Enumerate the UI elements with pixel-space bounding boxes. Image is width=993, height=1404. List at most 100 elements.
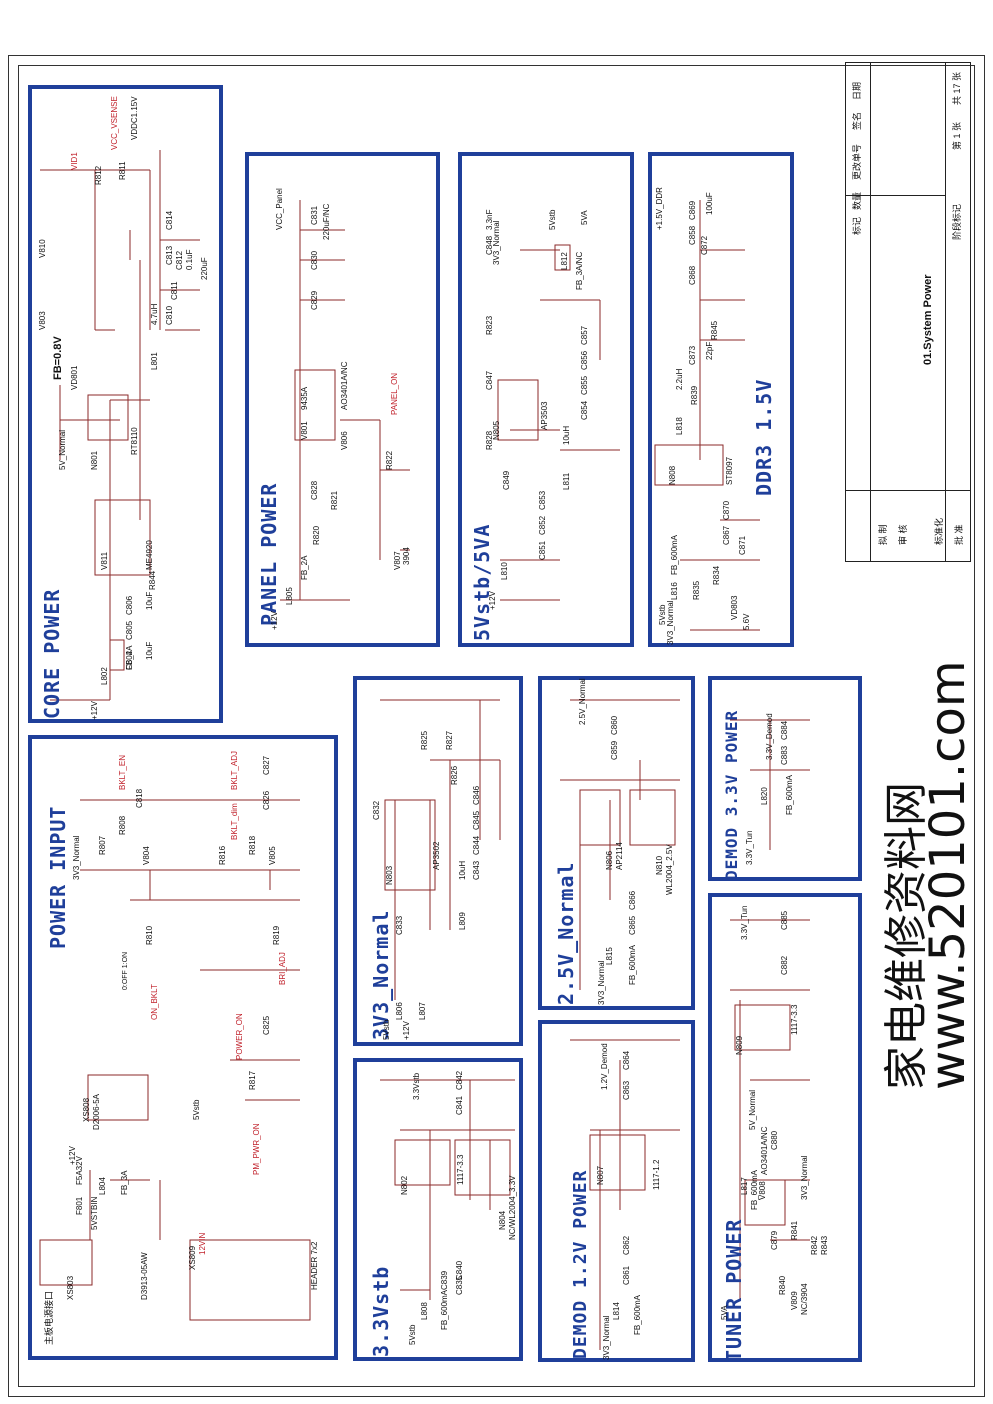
label-c810: C810 bbox=[165, 305, 174, 325]
label-l814v: FB_600mA bbox=[633, 1294, 642, 1335]
label-c805: C805 bbox=[125, 620, 134, 640]
label-c812: C812 bbox=[175, 250, 184, 270]
label-pm-pwr-on: PM_PWR_ON bbox=[252, 1123, 261, 1175]
label-c857: C857 bbox=[580, 325, 589, 345]
label-xs803v: D3913-05AW bbox=[140, 1252, 149, 1300]
label-l804: L804 bbox=[98, 1177, 107, 1195]
tb-rule bbox=[845, 490, 971, 491]
label-c872: C872 bbox=[700, 235, 709, 255]
label-st8097: ST8097 bbox=[725, 456, 734, 485]
label-5vstb-3: 5Vstb bbox=[382, 1019, 391, 1040]
label-c848: C848 bbox=[485, 235, 494, 255]
label-c804v: 10uF bbox=[145, 641, 154, 660]
label-c853: C853 bbox=[538, 490, 547, 510]
label-12v-p: +12V bbox=[270, 611, 279, 630]
label-c858: C858 bbox=[688, 225, 697, 245]
label-l809v: 10uH bbox=[458, 860, 467, 880]
section-3v3stb: 3.3Vstb bbox=[353, 1058, 523, 1361]
label-rt8110: RT8110 bbox=[130, 427, 139, 455]
label-vid1: VID1 bbox=[70, 152, 79, 170]
tb-rule bbox=[945, 62, 946, 562]
label-c883: C883 bbox=[780, 745, 789, 765]
section-title: PANEL POWER bbox=[257, 482, 281, 626]
label-vcc-vsense: VCC_VSENSE bbox=[110, 96, 119, 150]
tb-role-draft: 拟 制 bbox=[878, 524, 888, 545]
label-c885: C885 bbox=[780, 910, 789, 930]
label-c840: C840 bbox=[455, 1260, 464, 1280]
tb-header-change: 更改单号 bbox=[852, 143, 862, 180]
section-5vstb-5va: 5Vstb/5VA bbox=[458, 152, 634, 647]
section-3v3-normal: 3V3_Normal bbox=[353, 676, 523, 1046]
label-c851: C851 bbox=[538, 540, 547, 560]
label-v811: V811 bbox=[100, 551, 109, 570]
label-33vstb: 3.3Vstb bbox=[412, 1072, 421, 1100]
label-c867: C867 bbox=[722, 525, 731, 545]
label-l820: L820 bbox=[760, 787, 769, 805]
label-v810: V810 bbox=[38, 239, 47, 258]
label-v806v: AO3401A/NC bbox=[340, 361, 349, 410]
tb-stage: 阶段标记 bbox=[952, 203, 962, 240]
label-f801: F801 bbox=[75, 1196, 84, 1215]
tb-role-approve: 批 准 bbox=[954, 524, 964, 545]
label-r811: R811 bbox=[118, 161, 127, 180]
label-l816v: FB_600mA bbox=[670, 534, 679, 575]
label-bklt-adj: BKLT_ADJ bbox=[230, 751, 239, 790]
section-title: 5Vstb/5VA bbox=[470, 523, 494, 641]
label-c873v: 22pF bbox=[705, 341, 714, 360]
section-demod-3v3: DEMOD 3.3V POWER bbox=[708, 676, 862, 881]
label-12v-3: +12V bbox=[402, 1021, 411, 1040]
label-v801v: 9435A bbox=[300, 386, 309, 410]
label-3v3n-d: 3V3_Normal bbox=[666, 600, 675, 645]
label-n806v: AP2114 bbox=[615, 842, 624, 870]
label-c804: C804 bbox=[125, 650, 134, 670]
section-title: 3.3Vstb bbox=[369, 1265, 393, 1357]
label-c842: C842 bbox=[455, 1070, 464, 1090]
label-c826: C826 bbox=[262, 790, 271, 810]
label-r840: R840 bbox=[778, 1275, 787, 1295]
label-on-bklt: ON_BKLT bbox=[150, 984, 159, 1020]
label-c849: C849 bbox=[502, 470, 511, 490]
label-v805: V805 bbox=[268, 846, 277, 865]
label-c869v: 100uF bbox=[705, 192, 714, 215]
label-n804: N804 bbox=[498, 1210, 507, 1230]
label-c852: C852 bbox=[538, 515, 547, 535]
label-v809v: NC/3904 bbox=[800, 1283, 809, 1315]
label-c861: C861 bbox=[622, 1265, 631, 1285]
label-c831v: 220uF/NC bbox=[322, 203, 331, 240]
label-xs809v: HEADER 7x2 bbox=[310, 1241, 319, 1290]
label-l820v: FB_600mA bbox=[785, 774, 794, 815]
label-5vstb-s: 5Vstb bbox=[408, 1324, 417, 1345]
tb-sheet-title: 01.System Power bbox=[922, 274, 934, 366]
watermark-url: www.520101.com bbox=[920, 660, 976, 1090]
label-5vstb-p: 5Vstb bbox=[192, 1099, 201, 1120]
label-c830: C830 bbox=[310, 250, 319, 270]
label-l804v: FB_3A bbox=[120, 1170, 129, 1195]
label-r835: R835 bbox=[692, 580, 701, 600]
label-v806: V806 bbox=[340, 431, 349, 450]
label-c813: C813 bbox=[165, 245, 174, 265]
label-r828: R828 bbox=[485, 430, 494, 450]
section-core-power: CORE POWER bbox=[28, 85, 223, 723]
section-title: POWER INPUT bbox=[46, 805, 70, 949]
label-v808v: AO3401A/NC bbox=[760, 1126, 769, 1175]
label-v803: V803 bbox=[38, 311, 47, 330]
label-l812v: FB_3A/NC bbox=[575, 251, 584, 290]
label-v809: V809 bbox=[790, 1291, 799, 1310]
label-n801: N801 bbox=[90, 450, 99, 470]
label-c862: C862 bbox=[622, 1235, 631, 1255]
label-c829: C829 bbox=[310, 290, 319, 310]
label-vcc-panel: VCC_Panel bbox=[275, 188, 284, 230]
label-5vnormal: 5V_Normal bbox=[58, 429, 67, 470]
label-n802: N802 bbox=[400, 1175, 409, 1195]
label-12vd: 1.2V_Demod bbox=[600, 1043, 609, 1090]
label-c845: C845 bbox=[472, 810, 481, 830]
label-c833: C833 bbox=[395, 915, 404, 935]
label-r817: R817 bbox=[248, 1070, 257, 1090]
label-c818: C818 bbox=[135, 788, 144, 808]
label-c839: C839 bbox=[440, 1270, 449, 1290]
label-l802: L802 bbox=[100, 667, 109, 685]
label-r839: R839 bbox=[690, 385, 699, 405]
label-xs808v: D2006-5A bbox=[92, 1093, 101, 1130]
label-xs803: XS803 bbox=[66, 1275, 75, 1300]
